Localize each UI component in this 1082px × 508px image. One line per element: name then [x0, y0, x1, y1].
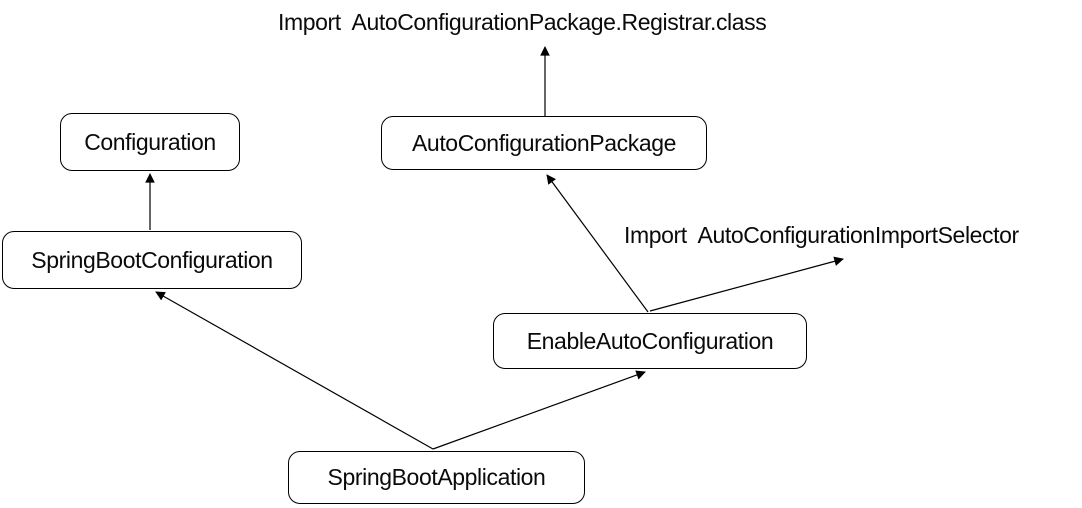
edge-enableautoconfiguration-to-autoconfigurationpackage-arrow	[546, 174, 649, 313]
node-configuration: Configuration	[60, 113, 240, 171]
node-auto-configuration-package-label: AutoConfigurationPackage	[411, 129, 677, 156]
edge-springbootapplication-to-springbootconfiguration-arrow	[155, 291, 434, 450]
node-spring-boot-application: SpringBootApplication	[288, 451, 585, 504]
node-auto-configuration-package: AutoConfigurationPackage	[381, 116, 707, 170]
node-enable-auto-configuration-label: EnableAutoConfiguration	[526, 327, 774, 354]
edge-enableautoconfiguration-to-import-selector-arrow	[649, 256, 844, 312]
node-spring-boot-configuration-label: SpringBootConfiguration	[31, 246, 273, 273]
edge-springbootapplication-to-enableautoconfiguration-arrow	[432, 370, 646, 450]
node-configuration-label: Configuration	[84, 128, 216, 155]
node-spring-boot-configuration: SpringBootConfiguration	[2, 231, 302, 289]
import-registrar-label: Import AutoConfigurationPackage.Registra…	[278, 9, 767, 35]
node-spring-boot-application-label: SpringBootApplication	[327, 464, 546, 490]
import-selector-label: Import AutoConfigurationImportSelector	[624, 222, 1019, 248]
node-enable-auto-configuration: EnableAutoConfiguration	[493, 313, 807, 369]
